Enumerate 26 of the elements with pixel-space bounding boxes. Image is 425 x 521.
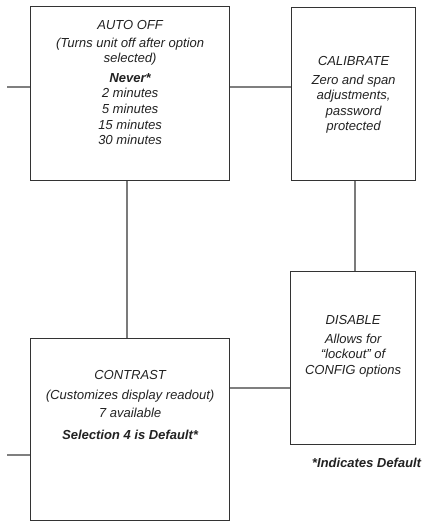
menu-text: Zero and span adjustments, password protected — [310, 72, 396, 134]
menu-text: Selection 4 is Default* — [61, 426, 200, 442]
menu-text: Allows for “lockout” of CONFIG options — [304, 330, 402, 378]
connector-line — [354, 181, 356, 271]
menu-box — [291, 7, 416, 181]
menu-box — [30, 6, 230, 181]
connector-line — [230, 387, 290, 389]
connector-line — [230, 86, 291, 88]
menu-title: AUTO OFF — [96, 17, 164, 33]
menu-box — [30, 338, 230, 521]
menu-title: DISABLE — [324, 312, 382, 328]
menu-text: 30 minutes — [97, 132, 163, 148]
menu-text: 2 minutes — [100, 85, 160, 101]
connector-line — [126, 181, 128, 338]
connector-line — [7, 454, 30, 456]
menu-text: (Customizes display readout) — [44, 386, 216, 402]
menu-title: CALIBRATE — [316, 53, 390, 69]
footnote: *Indicates Default — [312, 455, 421, 470]
menu-text: Never* — [108, 70, 152, 86]
menu-title: CONTRAST — [93, 367, 168, 383]
menu-text: (Turns unit off after option selected) — [55, 34, 205, 66]
menu-box — [290, 271, 416, 445]
connector-line — [7, 86, 30, 88]
menu-text: 7 available — [98, 405, 162, 421]
menu-text: 5 minutes — [100, 100, 160, 117]
menu-text: 15 minutes — [97, 116, 163, 132]
